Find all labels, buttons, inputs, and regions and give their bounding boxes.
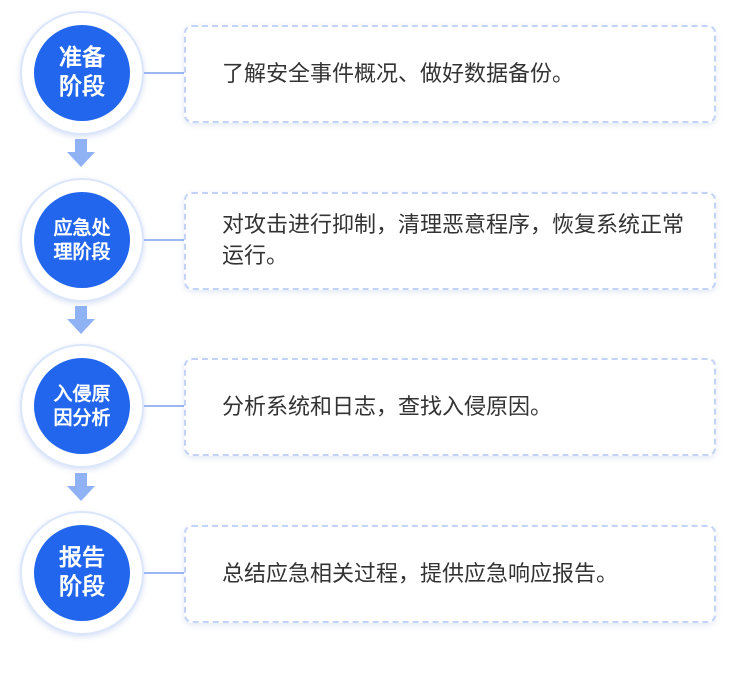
- step-badge-fill: 入侵原 因分析: [34, 358, 130, 454]
- step-description-box: 分析系统和日志，查找入侵原因。: [184, 358, 716, 456]
- step-reporting: 报告 阶段 总结应急相关过程，提供应急响应报告。: [0, 511, 750, 641]
- step-description-box: 总结应急相关过程，提供应急响应报告。: [184, 525, 716, 623]
- step-description: 总结应急相关过程，提供应急响应报告。: [222, 561, 619, 587]
- down-arrow-icon: [67, 306, 95, 334]
- step-badge-fill: 报告 阶段: [34, 525, 130, 621]
- step-description-box: 了解安全事件概况、做好数据备份。: [184, 25, 716, 123]
- down-arrow-icon: [67, 473, 95, 501]
- connector-line: [144, 572, 186, 574]
- connector-line: [144, 405, 186, 407]
- connector-line: [144, 239, 186, 241]
- step-label-line2: 因分析: [53, 407, 111, 429]
- step-label-line1: 报告: [59, 545, 105, 571]
- step-label-line2: 理阶段: [53, 241, 111, 263]
- step-emergency-handling: 应急处 理阶段 对攻击进行抑制，清理恶意程序，恢复系统正常运行。: [0, 178, 750, 308]
- step-label-line2: 阶段: [59, 74, 105, 100]
- step-description: 对攻击进行抑制，清理恶意程序，恢复系统正常运行。: [222, 213, 685, 269]
- step-badge: 入侵原 因分析: [20, 344, 144, 468]
- step-badge: 报告 阶段: [20, 511, 144, 635]
- connector-line: [144, 72, 186, 74]
- down-arrow-icon: [67, 139, 95, 167]
- step-label-line1: 应急处: [53, 217, 111, 239]
- step-description: 分析系统和日志，查找入侵原因。: [222, 394, 553, 420]
- step-preparation: 准备 阶段 了解安全事件概况、做好数据备份。: [0, 11, 750, 141]
- step-label-line1: 入侵原: [53, 383, 111, 405]
- step-label-line1: 准备: [59, 45, 105, 71]
- step-badge: 准备 阶段: [20, 11, 144, 135]
- step-badge-fill: 应急处 理阶段: [34, 192, 130, 288]
- step-description-box: 对攻击进行抑制，清理恶意程序，恢复系统正常运行。: [184, 192, 716, 290]
- step-badge: 应急处 理阶段: [20, 178, 144, 302]
- step-intrusion-analysis: 入侵原 因分析 分析系统和日志，查找入侵原因。: [0, 344, 750, 474]
- step-label-line2: 阶段: [59, 574, 105, 600]
- step-description: 了解安全事件概况、做好数据备份。: [222, 61, 575, 87]
- step-badge-fill: 准备 阶段: [34, 25, 130, 121]
